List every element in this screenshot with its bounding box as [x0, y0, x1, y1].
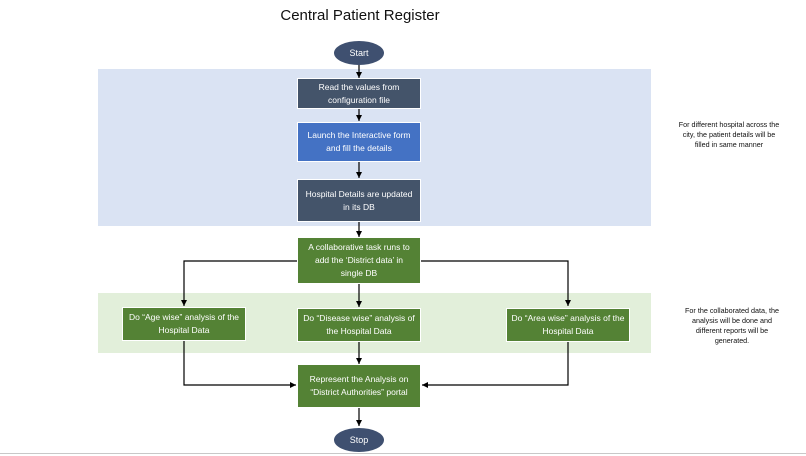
start-label: Start [349, 48, 369, 58]
disease-wise-label: Do “Disease wise” analysis of the Hospit… [303, 313, 415, 336]
stop-terminator: Stop [334, 428, 384, 452]
arrow-area-to-represent [422, 341, 569, 388]
age-wise-label: Do “Age wise” analysis of the Hospital D… [128, 312, 240, 335]
hospital-band-note: For different hospital across the city, … [678, 120, 780, 149]
start-terminator: Start [334, 41, 384, 65]
represent-analysis-step: Represent the Analysis on “District Auth… [297, 364, 421, 408]
collab-task-label: A collaborative task runs to add the ‘Di… [308, 242, 410, 278]
bottom-divider [0, 453, 806, 454]
stop-label: Stop [349, 435, 369, 445]
arrow-collab-to-area [420, 260, 571, 306]
analysis-band-note: For the collaborated data, the analysis … [685, 306, 779, 345]
area-wise-label: Do “Area wise” analysis of the Hospital … [511, 313, 625, 336]
represent-label: Represent the Analysis on “District Auth… [309, 374, 409, 397]
disease-wise-analysis-step: Do “Disease wise” analysis of the Hospit… [297, 308, 421, 342]
arrow-collab-to-age [181, 260, 298, 306]
arrow-age-to-represent [183, 340, 296, 388]
hospital-details-label: Hospital Details are updated in its DB [305, 188, 413, 212]
area-wise-analysis-step: Do “Area wise” analysis of the Hospital … [506, 308, 630, 342]
age-wise-analysis-step: Do “Age wise” analysis of the Hospital D… [122, 307, 246, 341]
collab-task-step: A collaborative task runs to add the ‘Di… [297, 237, 421, 284]
launch-form-step: Launch the Interactive form and fill the… [297, 122, 421, 162]
launch-form-label: Launch the Interactive form and fill the… [307, 130, 411, 153]
hospital-details-step: Hospital Details are updated in its DB [297, 179, 421, 222]
read-config-label: Read the values from configuration file [318, 81, 400, 105]
diagram-title: Central Patient Register [280, 7, 440, 24]
read-config-step: Read the values from configuration file [297, 78, 421, 109]
